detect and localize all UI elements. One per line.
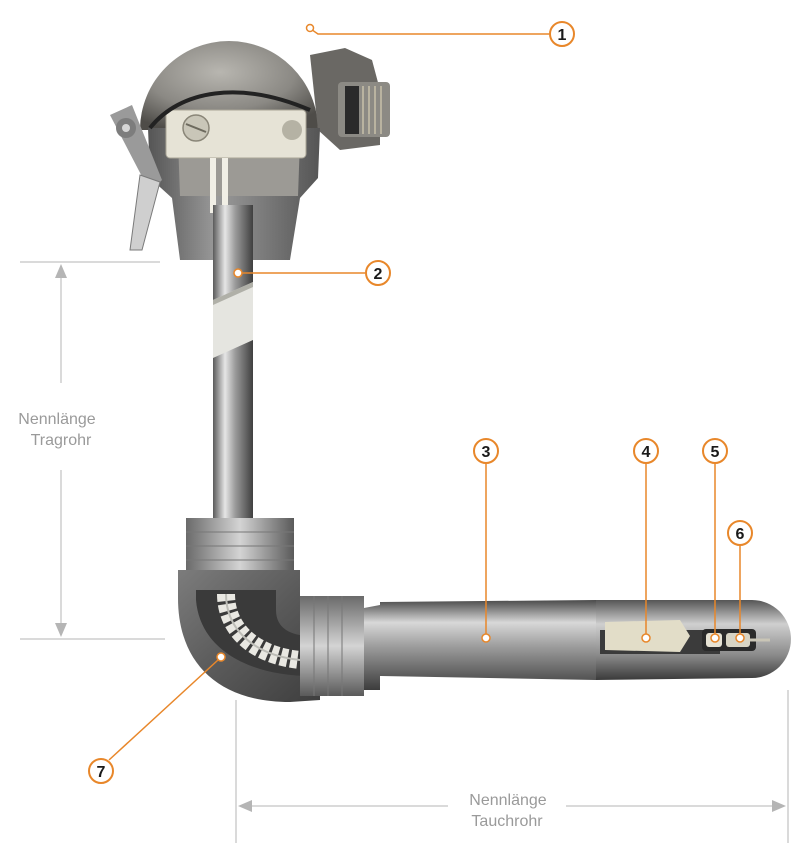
- dimension-immersion-tube: [235, 690, 789, 843]
- thermometer-illustration: [110, 41, 791, 702]
- callout-number-3: 3: [482, 444, 491, 461]
- dimension-arrowhead-down: [55, 623, 67, 637]
- callout-anchor-6: [735, 633, 745, 643]
- callout-5: 5: [702, 438, 728, 643]
- callout-anchor-4: [641, 633, 651, 643]
- support-tube: [213, 205, 253, 525]
- callout-anchor-1: [305, 23, 315, 33]
- immersion-tube-label-line1: Nennlänge: [469, 792, 547, 809]
- connection-head: [110, 41, 390, 260]
- callout-6: 6: [727, 520, 753, 643]
- callout-anchor-2: [233, 268, 243, 278]
- compression-nut-top: [186, 518, 294, 576]
- dimension-arrowhead-left: [238, 800, 252, 812]
- callout-number-2: 2: [374, 266, 383, 283]
- callout-circle-4: [633, 438, 659, 464]
- callout-number-1: 1: [558, 27, 567, 44]
- callout-circle-5: [702, 438, 728, 464]
- callout-anchor-3: [481, 633, 491, 643]
- callout-circle-1: [549, 21, 575, 47]
- dimension-arrowhead-up: [55, 264, 67, 278]
- dimension-arrowhead-right: [772, 800, 786, 812]
- immersion-tube-label-line2: Tauchrohr: [471, 813, 543, 830]
- callout-circle-3: [473, 438, 499, 464]
- terminal-block: [165, 109, 307, 213]
- compression-nut-side: [300, 596, 364, 696]
- callout-number-6: 6: [736, 526, 745, 543]
- immersion-tube: [364, 600, 791, 690]
- callout-4: 4: [633, 438, 659, 643]
- dimension-support-tube: [20, 261, 165, 640]
- callout-number-5: 5: [711, 444, 720, 461]
- callout-circle-6: [727, 520, 753, 546]
- callout-circle-7: [88, 758, 114, 784]
- callout-3: 3: [473, 438, 499, 643]
- callout-number-4: 4: [642, 444, 651, 461]
- callout-leader-7: [108, 659, 219, 761]
- callout-number-7: 7: [97, 764, 106, 781]
- elbow-fitting: [178, 570, 320, 702]
- callout-circle-2: [365, 260, 391, 286]
- support-tube-label-line1: Nennlänge: [18, 411, 96, 428]
- callout-anchor-7: [216, 652, 226, 662]
- callout-leader-1: [309, 27, 549, 35]
- callout-1: 1: [305, 21, 575, 47]
- callout-anchor-5: [710, 633, 720, 643]
- support-tube-label-line2: Tragrohr: [31, 432, 92, 449]
- callout-2: 2: [233, 260, 391, 286]
- callout-7: 7: [88, 652, 226, 784]
- lid-clip: [110, 105, 162, 251]
